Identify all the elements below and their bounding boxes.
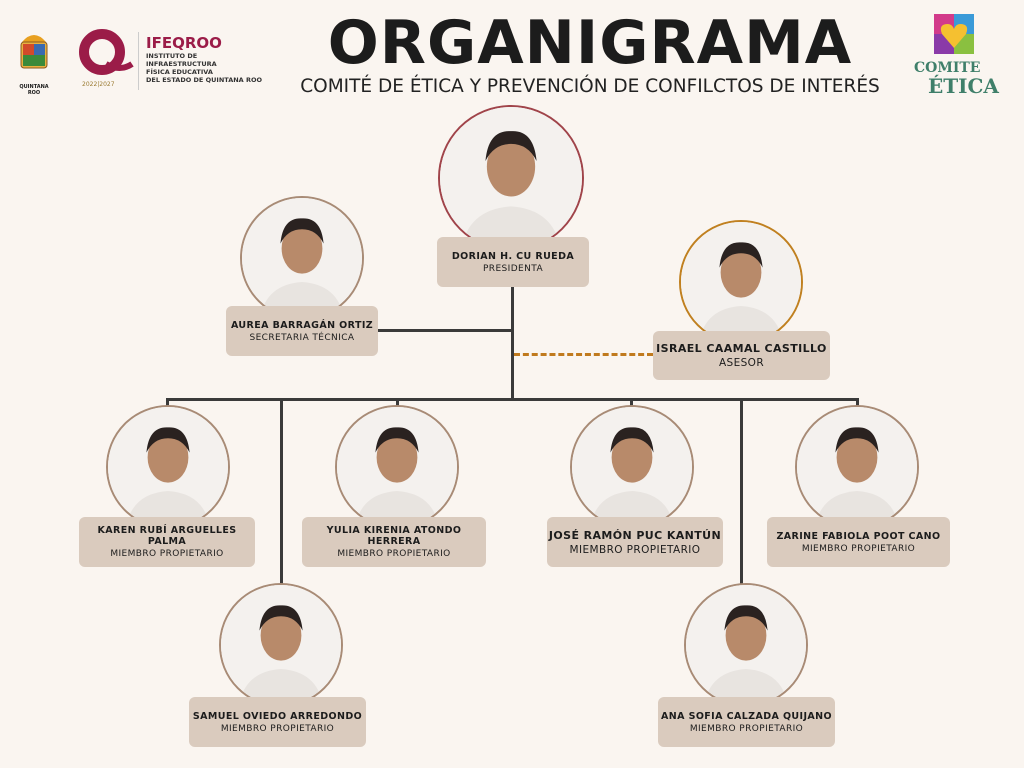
member-photo (240, 196, 364, 320)
connector-line (378, 329, 513, 332)
connector-line (280, 398, 283, 584)
member-name: ISRAEL CAAMAL CASTILLO (656, 342, 827, 355)
member-photo (684, 583, 808, 707)
connector-line (630, 398, 633, 406)
member-card: ISRAEL CAAMAL CASTILLO ASESOR (653, 331, 830, 380)
comite-etica-logo: COMITE ÉTICA (912, 12, 1012, 98)
ifeqroo-line: INFRAESTRUCTURA (146, 60, 217, 68)
comite-line2: ÉTICA (928, 74, 999, 98)
page-title: ORGANIGRAMA (327, 8, 853, 78)
member-name: ANA SOFIA CALZADA QUIJANO (661, 710, 832, 722)
page-subtitle: COMITÉ DE ÉTICA Y PREVENCIÓN DE CONFILCT… (300, 76, 880, 97)
quintana-roo-logo: QUINTANA ROO (16, 30, 52, 96)
member-name: AUREA BARRAGÁN ORTIZ (230, 319, 374, 331)
member-name: JOSÉ RAMÓN PUC KANTÚN (548, 528, 722, 542)
person-icon (108, 407, 228, 527)
comite-line1: COMITE (914, 60, 981, 76)
member-role: ASESOR (718, 357, 765, 369)
member-role: MIEMBRO PROPIETARIO (569, 543, 701, 556)
member-name: KAREN RUBÍ ARGUELLES PALMA (97, 525, 237, 547)
member-name: ZARINE FABIOLA POOT CANO (776, 530, 941, 542)
person-icon (572, 407, 692, 527)
member-name: SAMUEL OVIEDO ARREDONDO (192, 710, 363, 722)
connector-line (396, 398, 399, 406)
qroo-label: QUINTANA ROO (19, 84, 49, 96)
person-icon (681, 222, 801, 342)
connector-line (856, 398, 859, 406)
member-card: KAREN RUBÍ ARGUELLES PALMA MIEMBRO PROPIE… (79, 517, 255, 567)
member-name: YULIA KIRENIA ATONDO HERRERA (326, 525, 462, 547)
person-icon (221, 585, 341, 705)
member-name: DORIAN H. CU RUEDA (451, 250, 575, 262)
member-photo (795, 405, 919, 529)
person-icon (797, 407, 917, 527)
connector-line (511, 287, 514, 400)
ifeqroo-line: INSTITUTO DE (146, 52, 198, 60)
member-role: MIEMBRO PROPIETARIO (337, 549, 451, 559)
member-photo (679, 220, 803, 344)
ifeqroo-logo: 2022|2027 IFEQROO INSTITUTO DE INFRAESTR… (76, 28, 266, 94)
member-role: MIEMBRO PROPIETARIO (220, 723, 335, 734)
member-role: MIEMBRO PROPIETARIO (801, 543, 916, 554)
ifeqroo-name: IFEQROO (146, 34, 222, 52)
member-role: SECRETARIA TÉCNICA (249, 332, 355, 343)
ifeqroo-line: DEL ESTADO DE QUINTANA ROO (146, 76, 263, 84)
member-role: PRESIDENTA (482, 263, 544, 274)
member-photo (335, 405, 459, 529)
person-icon (686, 585, 806, 705)
connector-line (166, 398, 169, 406)
member-photo (106, 405, 230, 529)
member-role: MIEMBRO PROPIETARIO (689, 723, 804, 734)
connector-line (740, 398, 743, 584)
ifeqroo-years: 2022|2027 (82, 81, 115, 88)
member-role: MIEMBRO PROPIETARIO (110, 549, 224, 559)
member-card: YULIA KIRENIA ATONDO HERRERA MIEMBRO PROP… (302, 517, 486, 567)
advisor-dashed-line (514, 353, 653, 356)
person-icon (337, 407, 457, 527)
connector-line (166, 398, 859, 401)
member-photo (570, 405, 694, 529)
person-icon (242, 198, 362, 318)
member-photo (219, 583, 343, 707)
ifeqroo-line: FÍSICA EDUCATIVA (146, 68, 213, 76)
member-photo (438, 105, 584, 251)
person-icon (440, 107, 582, 249)
